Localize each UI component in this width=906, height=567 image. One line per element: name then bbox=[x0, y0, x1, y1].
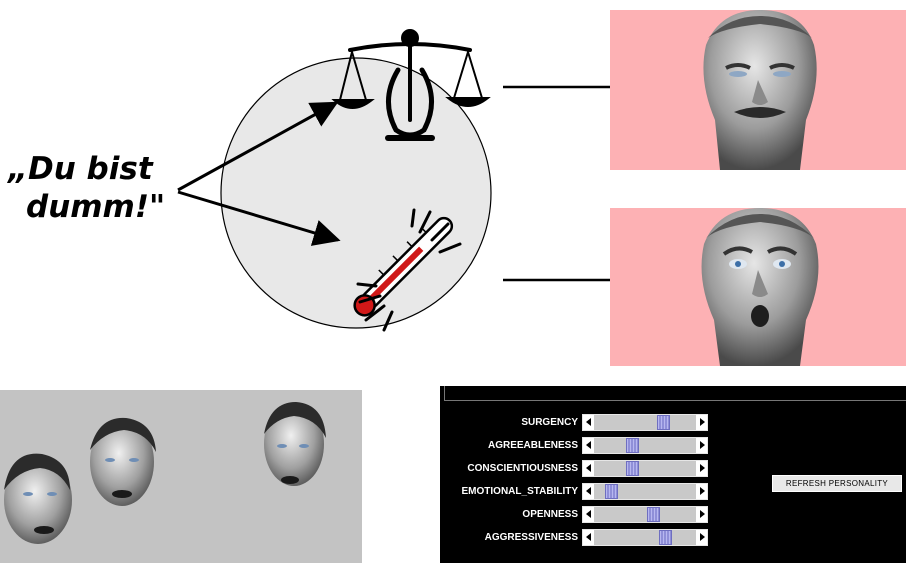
arrow-right-icon[interactable] bbox=[696, 484, 707, 499]
arrow-right-icon[interactable] bbox=[696, 438, 707, 453]
slider-row: AGREEABLENESS bbox=[440, 435, 906, 457]
arrow-left-icon[interactable] bbox=[583, 461, 594, 476]
head-middle bbox=[90, 417, 156, 506]
face-panel-top bbox=[610, 10, 906, 170]
slider-label: OPENNESS bbox=[522, 509, 578, 520]
thermometer-icon bbox=[353, 208, 462, 332]
slider-track[interactable] bbox=[582, 414, 708, 431]
slider-thumb[interactable] bbox=[626, 461, 639, 476]
arrow-to-scale bbox=[177, 101, 339, 192]
slider-row: CONSCIENTIOUSNESS bbox=[440, 458, 906, 480]
arrow-right-icon[interactable] bbox=[696, 530, 707, 545]
head-left bbox=[4, 453, 72, 544]
slider-row: EMOTIONAL_STABILITY bbox=[440, 481, 906, 503]
panel-top-bar bbox=[444, 386, 906, 401]
arrow-right-icon[interactable] bbox=[696, 415, 707, 430]
sad-face-head-image bbox=[703, 10, 817, 170]
slider-thumb[interactable] bbox=[605, 484, 618, 499]
slider-row: OPENNESS bbox=[440, 504, 906, 526]
slider-label: EMOTIONAL_STABILITY bbox=[461, 486, 578, 497]
arrow-left-icon[interactable] bbox=[583, 484, 594, 499]
scale-icon bbox=[331, 29, 491, 141]
three-heads-render bbox=[0, 390, 362, 563]
slider-row: AGGRESSIVENESS bbox=[440, 527, 906, 549]
arrow-left-icon[interactable] bbox=[583, 438, 594, 453]
quote-line-2: dumm!" bbox=[26, 189, 166, 225]
surprised-face-head-image bbox=[701, 208, 819, 366]
arrow-left-icon[interactable] bbox=[583, 530, 594, 545]
slider-track[interactable] bbox=[582, 437, 708, 454]
slider-thumb[interactable] bbox=[657, 415, 670, 430]
slider-track[interactable] bbox=[582, 529, 708, 546]
slider-track[interactable] bbox=[582, 506, 708, 523]
slider-track[interactable] bbox=[582, 483, 708, 500]
slider-track[interactable] bbox=[582, 460, 708, 477]
personality-panel: SURGENCY AGREEABLENESS CONSCIENTIOUSNESS EM… bbox=[440, 386, 906, 563]
arrow-left-icon[interactable] bbox=[583, 507, 594, 522]
slider-label: SURGENCY bbox=[521, 417, 578, 428]
quote-line-1: „Du bist bbox=[8, 151, 153, 187]
slider-row: SURGENCY bbox=[440, 412, 906, 434]
face-panel-bottom bbox=[610, 208, 906, 366]
quote-text: „Du bist dumm!" bbox=[8, 150, 188, 226]
arrow-right-icon[interactable] bbox=[696, 507, 707, 522]
refresh-personality-button[interactable]: REFRESH PERSONALITY bbox=[772, 475, 902, 492]
slider-thumb[interactable] bbox=[647, 507, 660, 522]
head-right bbox=[264, 402, 326, 486]
slider-label: CONSCIENTIOUSNESS bbox=[467, 463, 578, 474]
slider-label: AGREEABLENESS bbox=[487, 440, 578, 451]
slider-label: AGGRESSIVENESS bbox=[484, 532, 578, 543]
slider-thumb[interactable] bbox=[626, 438, 639, 453]
arrow-to-thermometer bbox=[177, 190, 341, 246]
arrow-left-icon[interactable] bbox=[583, 415, 594, 430]
slider-thumb[interactable] bbox=[659, 530, 672, 545]
arrow-right-icon[interactable] bbox=[696, 461, 707, 476]
heads-image bbox=[4, 402, 326, 544]
